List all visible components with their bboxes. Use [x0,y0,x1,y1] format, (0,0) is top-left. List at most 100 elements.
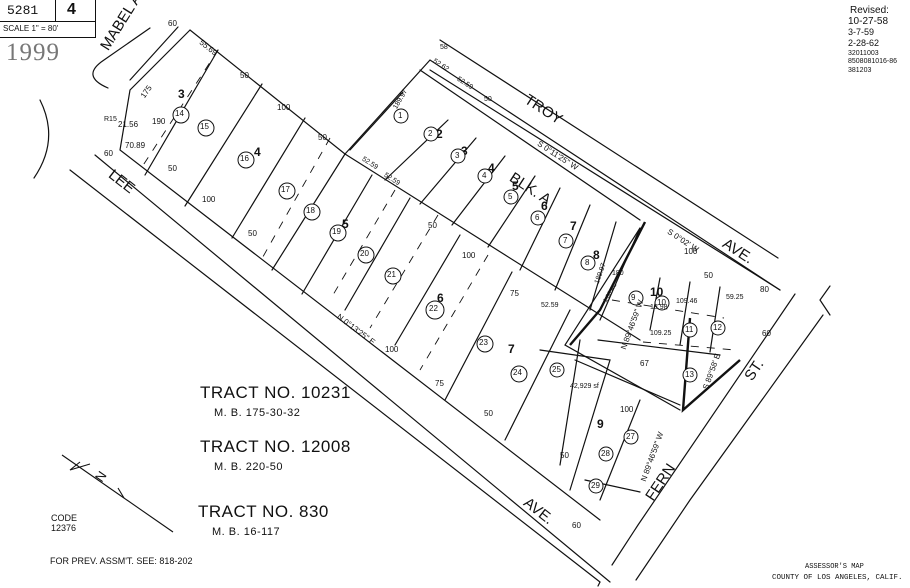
dimension-label: 100 [202,195,216,204]
parcel-number: 20 [360,249,369,258]
parcel-number: 8 [585,258,590,267]
header-divider [55,0,57,21]
scale-label: SCALE 1" = 80' [3,24,59,33]
lot-number: 3 [178,87,185,101]
troy-ave-parcel-edge [429,69,781,291]
blk-a-boundary [344,59,781,291]
lee-ave-curb [69,169,601,583]
mabel-ave-right-curb [129,26,179,81]
dimension-label: 60 [762,329,771,338]
dimension-label: 100 [277,103,291,112]
map-year: 1999 [6,39,60,66]
lot-line [344,197,411,311]
assessor-map-county: COUNTY OF LOS ANGELES, CALIF. [772,574,903,582]
east-parcel-line [539,349,611,491]
dashed-line [611,299,725,319]
parcel-number: 3 [455,151,460,160]
dimension-label: 100 [462,251,476,260]
lot-number: 10 [650,285,664,299]
dimension-label: 18.98 [650,304,668,311]
parcel-number: 15 [200,122,209,131]
dimension-label: 50 [428,221,437,230]
dimension-label: 60 [168,19,177,28]
parcel-number: 2 [428,129,433,138]
dimension-label: 60 [104,149,113,158]
tract-mb: M. B. 16-117 [212,526,281,538]
dimension-label: 100 [684,247,698,256]
page-number: 4 [67,1,76,18]
lot-line [231,117,306,239]
blk-a-lot-line [487,175,536,248]
dimension-label: 60 [572,521,581,530]
dimension-label: R15 [104,116,117,123]
dimension-label: 100 [620,405,634,414]
parcel-number: 18 [306,206,315,215]
parcel-number: 9 [631,293,636,302]
block-divider [419,69,641,221]
parcel-number: 21 [387,270,396,279]
lot-number: 9 [597,417,604,431]
dimension-label: 21.56 [118,120,139,129]
dimension-label: 42,929 sf [570,383,599,390]
assessor-map-title: ASSESSOR'S MAP [805,563,864,571]
parcel-number: 19 [332,227,341,236]
header-hline [0,21,95,23]
parcel-number: 5 [508,192,513,201]
tract-name: TRACT NO. 10231 [200,383,351,402]
east-parcel-line [597,339,721,356]
dimension-label: 58 [440,44,448,51]
east-parcel-line [574,359,681,406]
dimension-label: 50 [560,451,569,460]
parcel-number: 7 [563,236,568,245]
revised-date: 10-27-58 [848,16,889,27]
code-label: CODE [51,513,78,523]
code-value: 12376 [51,523,77,533]
lot-number: 3 [461,144,468,158]
troy-ave-curb [439,39,779,259]
prev-assessment-reference: FOR PREV. ASSM'T. SEE: 818-202 [50,556,193,566]
bold-boundary [569,221,647,346]
bottom-curb-fragment [597,581,601,587]
east-parcel-line [599,399,641,501]
revised-date: 32011003 [848,50,879,57]
lot-line [504,309,571,441]
dimension-label: 52.59 [541,302,559,309]
map-book-page: 5281 [7,3,39,18]
dimension-label: 50 [248,229,257,238]
dimension-label: 50 [484,409,493,418]
parcel-number: 24 [513,368,522,377]
east-parcel-line [709,286,721,353]
dimension-label: 80 [760,285,769,294]
lot-number: 8 [593,248,600,262]
revised-date: 381203 [848,67,872,74]
parcel-number: 29 [591,481,600,490]
east-parcel-line [679,281,691,346]
dimension-label: 50 [704,271,713,280]
lot-number: 6 [541,199,548,213]
lee-ave-parcel-edge [94,154,611,583]
parcel-number: 12 [713,323,722,332]
north-arrow-icon [61,454,174,533]
revised-label: Revised: [850,5,889,16]
parcel-number: 27 [626,432,635,441]
tract-mb: M. B. 220-50 [214,461,283,473]
lot-number: 4 [488,161,495,175]
dimension-label: 75 [435,379,444,388]
dashed-line [419,254,489,371]
tract-boundary-north [189,29,346,155]
parcel-number: 1 [398,111,403,120]
parcel-number: 4 [482,171,487,180]
dimension-label: 50 [240,71,249,80]
dimension-label: 67 [640,359,649,368]
lot-line [394,234,461,346]
lot-number: 5 [512,179,519,193]
dashed-line [259,137,331,263]
parcel-number: 17 [281,185,290,194]
revised-date: 8508081016-86 [848,58,898,65]
parcel-number: 6 [535,213,540,222]
right-edge-curve [819,285,831,316]
fern-st-curb [635,314,824,581]
blk-a-lot-line [554,204,591,291]
lot-line [559,339,581,466]
lot-line [444,271,513,401]
